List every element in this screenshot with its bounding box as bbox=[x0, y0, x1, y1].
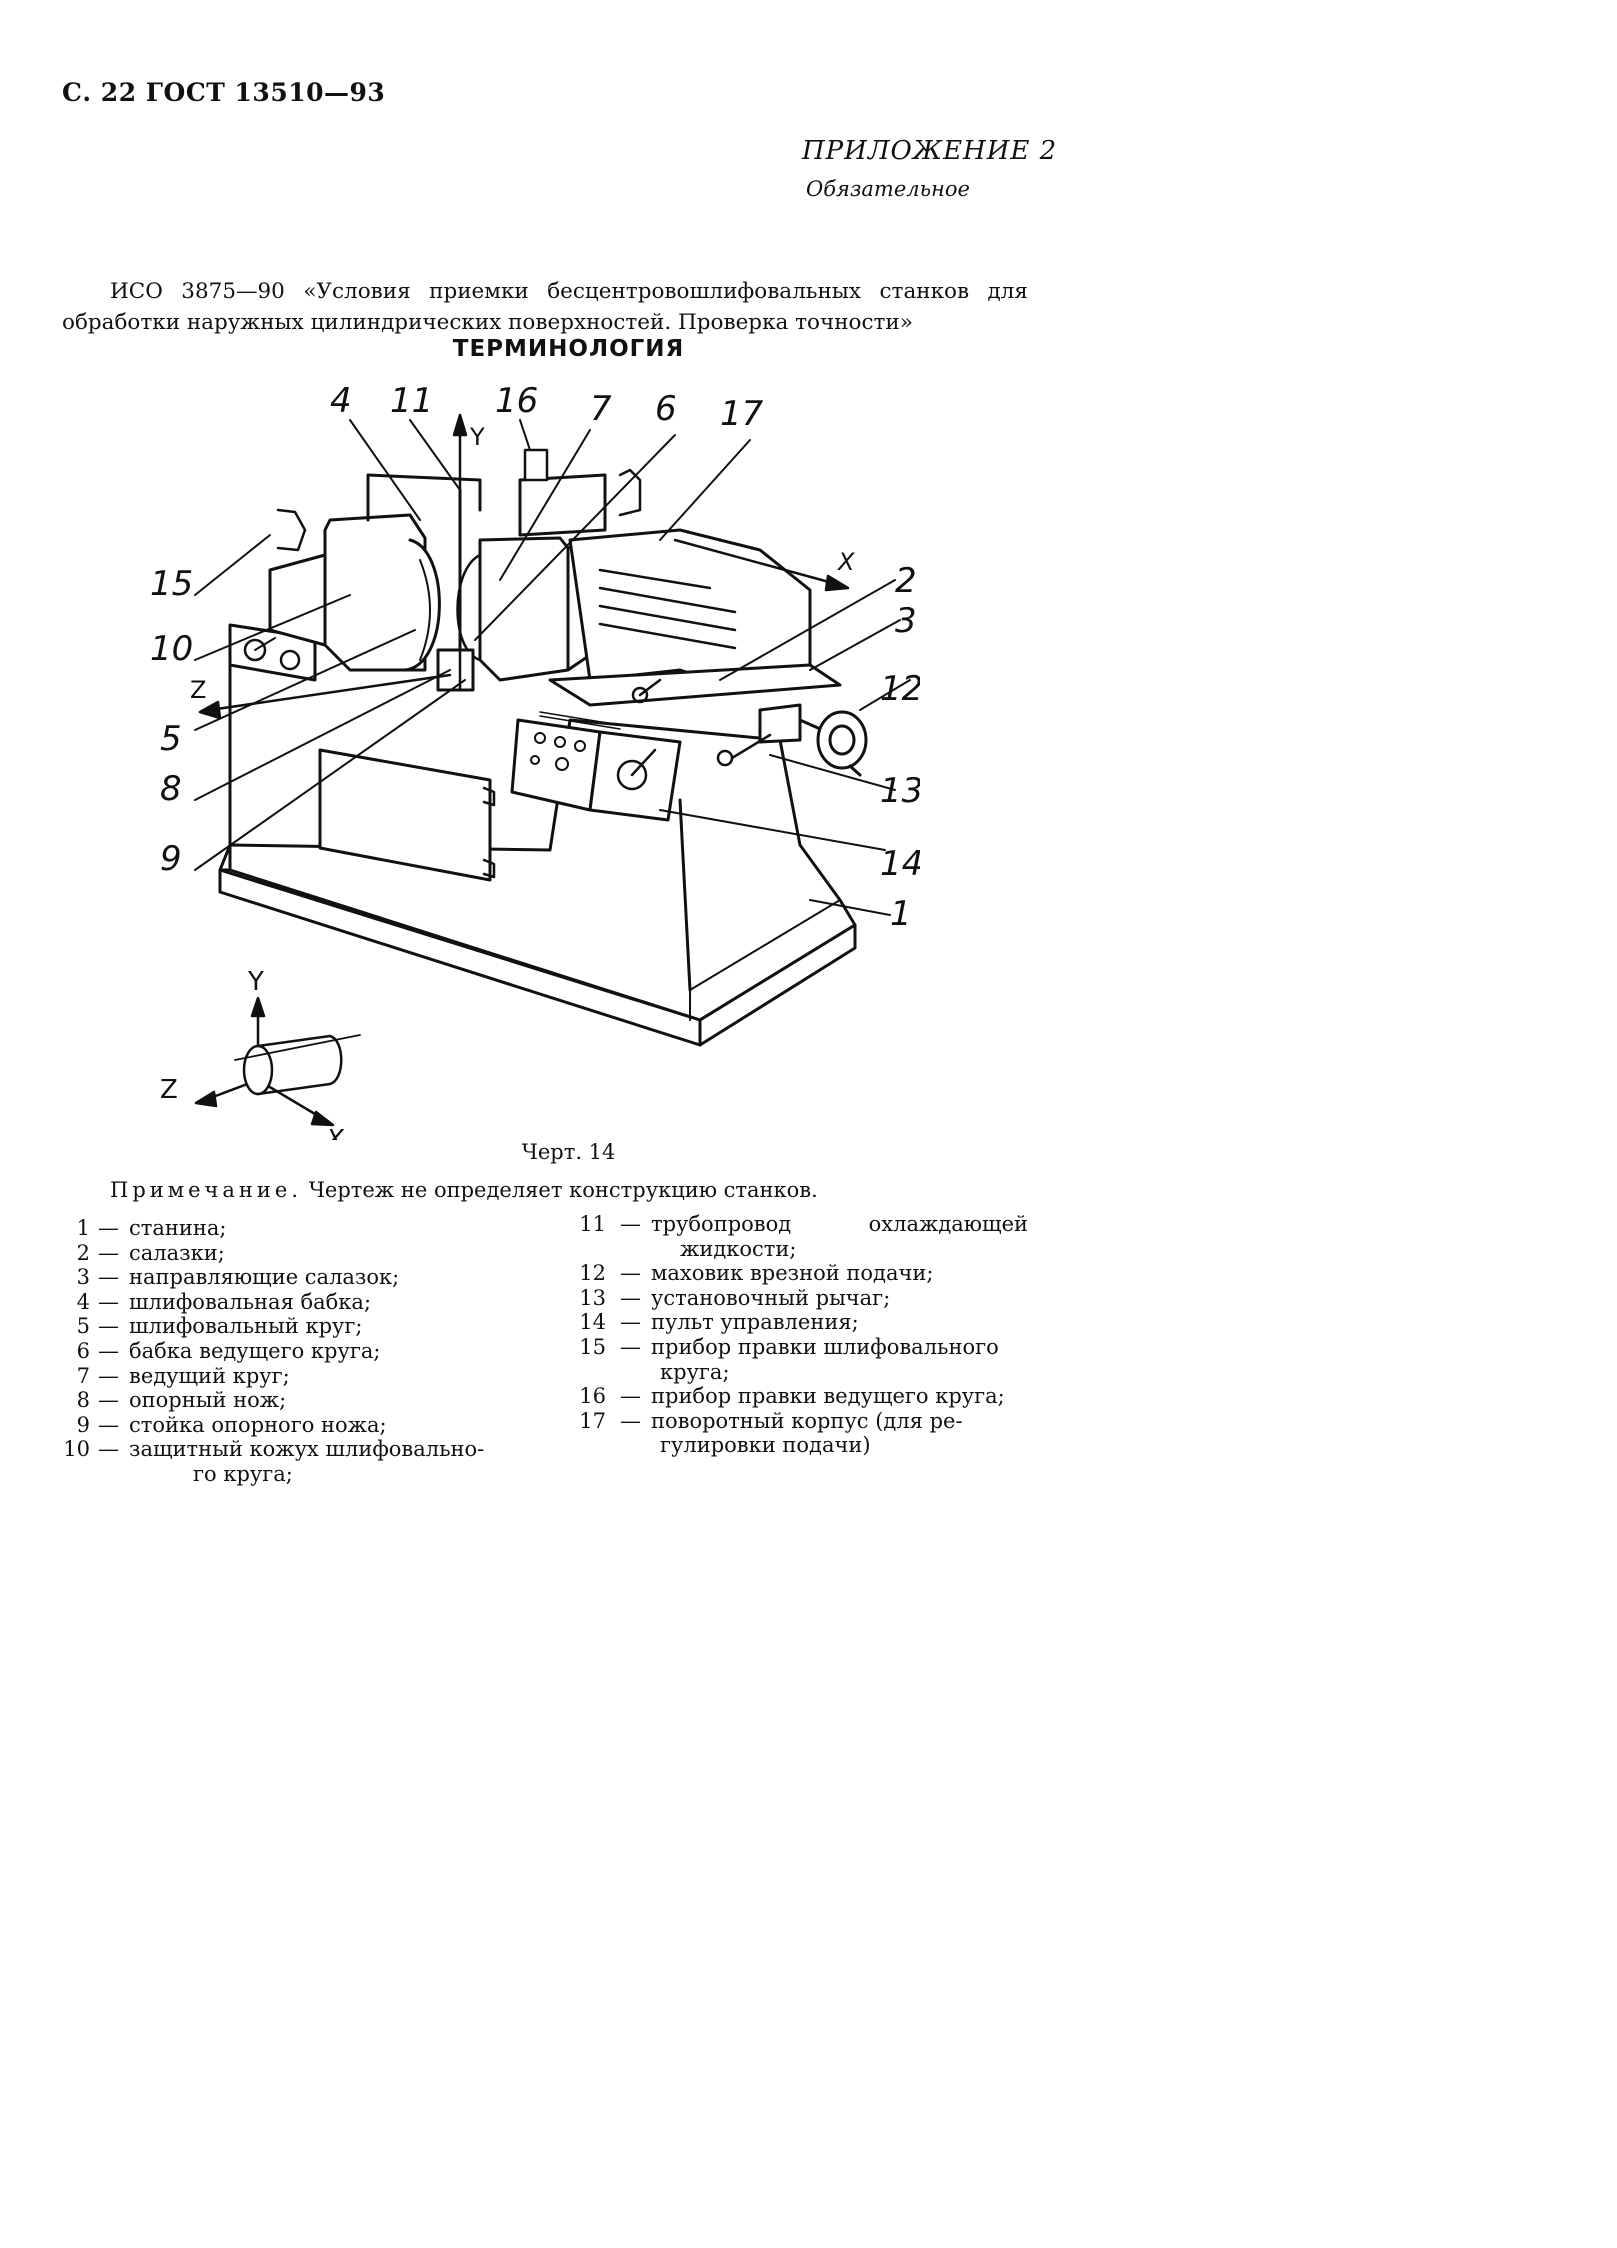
legend-item-continuation: круга; bbox=[660, 1359, 730, 1384]
callout-6: 6 bbox=[655, 389, 677, 429]
legend-item-continuation: го круга; bbox=[193, 1461, 293, 1486]
callout-4: 4 bbox=[330, 381, 352, 421]
legend-item: 11—трубопровод охлаждающей bbox=[579, 1212, 1028, 1236]
callouts: 4 11 16 7 6 17 2 3 12 13 14 1 15 10 5 8 … bbox=[150, 381, 920, 934]
regulating-head bbox=[456, 448, 642, 682]
handwheel bbox=[716, 703, 868, 777]
callout-12: 12 bbox=[880, 669, 920, 709]
section-title: ТЕРМИНОЛОГИЯ bbox=[452, 336, 685, 362]
coordinate-labels: Y Z X bbox=[160, 967, 345, 1140]
legend-item: 12—маховик врезной подачи; bbox=[579, 1261, 934, 1286]
legend-item: 10—защитный кожух шлифовально- bbox=[63, 1437, 485, 1462]
axis-labels: Y X Z bbox=[190, 423, 855, 704]
appendix-title: ПРИЛОЖЕНИЕ 2 bbox=[802, 136, 1058, 166]
machine-drawing: 4 11 16 7 6 17 2 3 12 13 14 1 15 10 5 8 … bbox=[150, 381, 920, 1140]
legend-left: 1—станина; 2—салазки; 3—направляющие сал… bbox=[58, 1216, 528, 1487]
legend-item: 4—шлифовальная бабка; bbox=[76, 1289, 372, 1314]
leader-lines bbox=[194, 419, 911, 916]
coordinate-diagram bbox=[194, 996, 361, 1127]
note: Примечание. Чертеж не определяет констру… bbox=[110, 1178, 818, 1202]
callout-10: 10 bbox=[150, 629, 193, 669]
legend-item: 8—опорный нож; bbox=[76, 1388, 287, 1413]
legend-item: 2—салазки; bbox=[76, 1240, 225, 1265]
page-header: С. 22 ГОСТ 13510—93 bbox=[62, 78, 386, 107]
coord-y-label: Y bbox=[247, 967, 264, 997]
swivel-body bbox=[548, 528, 842, 707]
coord-z-label: Z bbox=[160, 1075, 178, 1105]
callout-14: 14 bbox=[880, 844, 920, 884]
callout-17: 17 bbox=[720, 394, 764, 434]
note-label: Примечание. bbox=[110, 1178, 303, 1202]
callout-2: 2 bbox=[895, 561, 917, 601]
callout-16: 16 bbox=[495, 381, 538, 421]
axis-x-label: X bbox=[836, 548, 855, 576]
control-panel bbox=[510, 711, 682, 822]
legend-item: 13—установочный рычаг; bbox=[579, 1285, 891, 1310]
access-door bbox=[318, 748, 496, 882]
legend-item: 3—направляющие салазок; bbox=[76, 1265, 400, 1290]
legend-item: 16—прибор правки ведущего круга; bbox=[579, 1384, 1005, 1409]
callout-3: 3 bbox=[895, 601, 917, 641]
callout-9: 9 bbox=[160, 839, 182, 879]
legend-item: 9—стойка опорного ножа; bbox=[76, 1412, 387, 1437]
callout-1: 1 bbox=[890, 894, 912, 934]
axis-z-label: Z bbox=[190, 676, 206, 704]
legend-item: 14—пульт управления; bbox=[579, 1310, 859, 1335]
axis-y-label: Y bbox=[469, 423, 485, 451]
intro-paragraph: ИСО 3875—90 «Условия приемки бесцентрово… bbox=[62, 276, 1028, 338]
callout-13: 13 bbox=[880, 771, 920, 811]
note-text: Чертеж не определяет конструкцию станков… bbox=[308, 1178, 818, 1202]
legend-item: 1—станина; bbox=[76, 1216, 227, 1240]
legend-item: 5—шлифовальный круг; bbox=[76, 1314, 363, 1339]
callout-5: 5 bbox=[160, 719, 182, 759]
callout-8: 8 bbox=[160, 769, 182, 809]
legend-item: 17—поворотный корпус (для ре- bbox=[579, 1408, 963, 1433]
legend-item: 6—бабка ведущего круга; bbox=[76, 1338, 381, 1363]
callout-15: 15 bbox=[150, 564, 193, 604]
machine-bed bbox=[218, 638, 857, 1047]
intro-line-2: обработки наружных цилиндрических поверх… bbox=[62, 310, 913, 335]
legend-right: 11—трубопровод охлаждающей жидкости; 12—… bbox=[566, 1212, 1028, 1458]
figure-caption: Черт. 14 bbox=[521, 1140, 616, 1164]
callout-11: 11 bbox=[390, 381, 433, 421]
legend-item: 15—прибор правки шлифовального bbox=[579, 1334, 999, 1359]
intro-line-1: ИСО 3875—90 «Условия приемки бесцентрово… bbox=[110, 279, 1028, 304]
appendix-status: Обязательное bbox=[806, 177, 970, 201]
legend-item: 7—ведущий круг; bbox=[76, 1363, 290, 1388]
legend-item-continuation: жидкости; bbox=[680, 1236, 797, 1261]
legend-item-continuation: гулировки подачи) bbox=[660, 1433, 871, 1458]
callout-7: 7 bbox=[590, 389, 612, 429]
coord-x-label: X bbox=[324, 1125, 345, 1140]
